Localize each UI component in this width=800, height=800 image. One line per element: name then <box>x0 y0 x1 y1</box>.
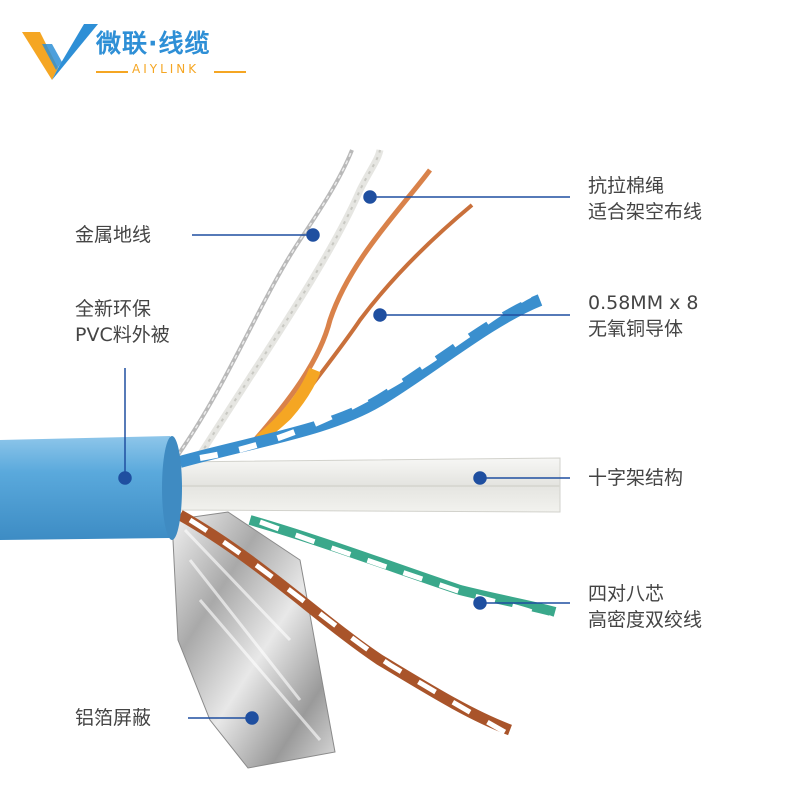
blue-pair <box>178 294 543 468</box>
drain-wire <box>176 149 354 457</box>
label-separator: 十字架结构 <box>588 467 684 489</box>
callout-pointers <box>118 190 570 725</box>
brand-rule-left <box>96 71 128 73</box>
label-jacket-line2: PVC料外被 <box>75 324 170 346</box>
label-jacket-line1: 全新环保 <box>75 298 152 320</box>
cable-jacket <box>0 436 179 540</box>
label-drain-wire: 金属地线 <box>75 224 152 246</box>
logo-v-right <box>52 24 98 80</box>
label-pairs-line1: 四对八芯 <box>588 583 665 605</box>
label-ripcord-line1: 抗拉棉绳 <box>588 175 665 197</box>
label-pairs-line2: 高密度双绞线 <box>588 609 703 631</box>
brand-logo <box>22 24 98 80</box>
logo-v-left <box>22 32 58 80</box>
brand-name-cn: 微联·线缆 <box>96 29 211 58</box>
label-ripcord-line2: 适合架空布线 <box>588 201 703 223</box>
label-conductor-line1: 0.58MM x 8 <box>588 292 699 314</box>
orange-pair <box>253 168 432 442</box>
brand-rule-right <box>214 71 246 73</box>
logo-v-inner <box>42 44 62 70</box>
brand-name-en: AIYLINK <box>132 62 200 76</box>
label-shield: 铝箔屏蔽 <box>75 707 152 729</box>
label-conductor-line2: 无氧铜导体 <box>588 318 684 340</box>
